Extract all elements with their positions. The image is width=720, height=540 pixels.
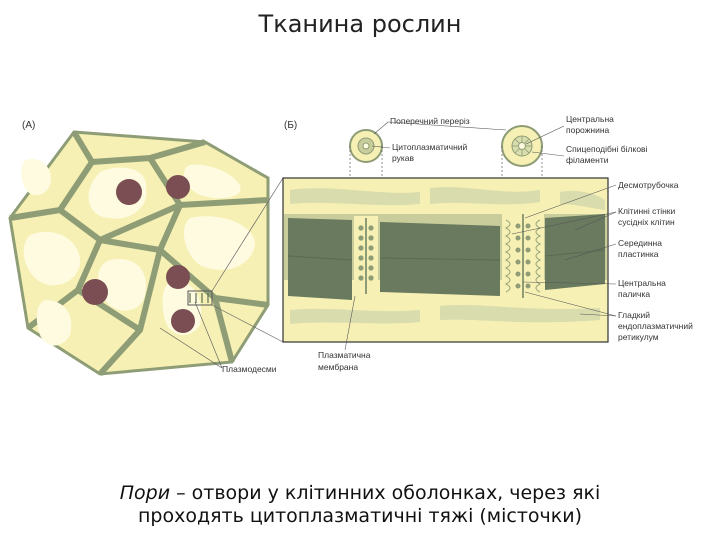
caption-definition: – отвори у клітинних оболонках, через як… [170, 482, 601, 504]
cross-section-2 [501, 125, 543, 167]
nuclei [82, 175, 195, 333]
cyto-sleeve-label: Цитоплазматичний рукав [392, 142, 470, 163]
longitudinal-section [282, 177, 609, 343]
right-label-3: Клітинні стінки сусідніх клітин [618, 206, 678, 227]
right-pointers [511, 125, 617, 317]
slide-caption: Пори – отвори у клітинних оболонках, чер… [40, 482, 680, 528]
right-label-6: Гладкий ендоплазматичний ретикулум [618, 310, 695, 342]
right-label-0: Центральна порожнина [566, 114, 616, 135]
cross-section-1 [349, 129, 383, 163]
caption-term: Пори [119, 482, 171, 504]
right-label-1: Спицеподібні білкові філаменти [566, 144, 650, 165]
right-label-2: Десмотрубочка [618, 180, 679, 190]
zoom-box [187, 290, 213, 306]
caption-line-2: проходять цитоплазматичні тяжі (місточки… [137, 505, 583, 527]
panel-a-label: (А) [22, 120, 35, 131]
slide-title: Тканина рослин [258, 10, 462, 38]
zoom-lines [211, 177, 284, 343]
right-label-5: Центральна паличка [618, 278, 668, 299]
plasmodesmata-marks [189, 293, 209, 303]
plasmodesmata-diagram: (А) [8, 114, 695, 377]
cell-walls [9, 130, 269, 377]
plasmodesma-channel-2 [502, 212, 544, 300]
tissue-section [8, 130, 270, 377]
right-label-4: Серединна пластинка [618, 238, 664, 259]
cross-section-label: Поперечний переріз [390, 116, 470, 126]
right-labels: Центральна порожнина Спицеподібні білков… [566, 114, 695, 342]
plasmodesma-channel-1 [354, 216, 378, 296]
plasmodesmata-label: Плазмодесми [222, 364, 277, 374]
plasma-membrane-label: Плазматична мембрана [318, 350, 373, 372]
panel-b-label: (Б) [284, 120, 297, 131]
caption-line-1: Пори – отвори у клітинних оболонках, чер… [40, 482, 680, 505]
